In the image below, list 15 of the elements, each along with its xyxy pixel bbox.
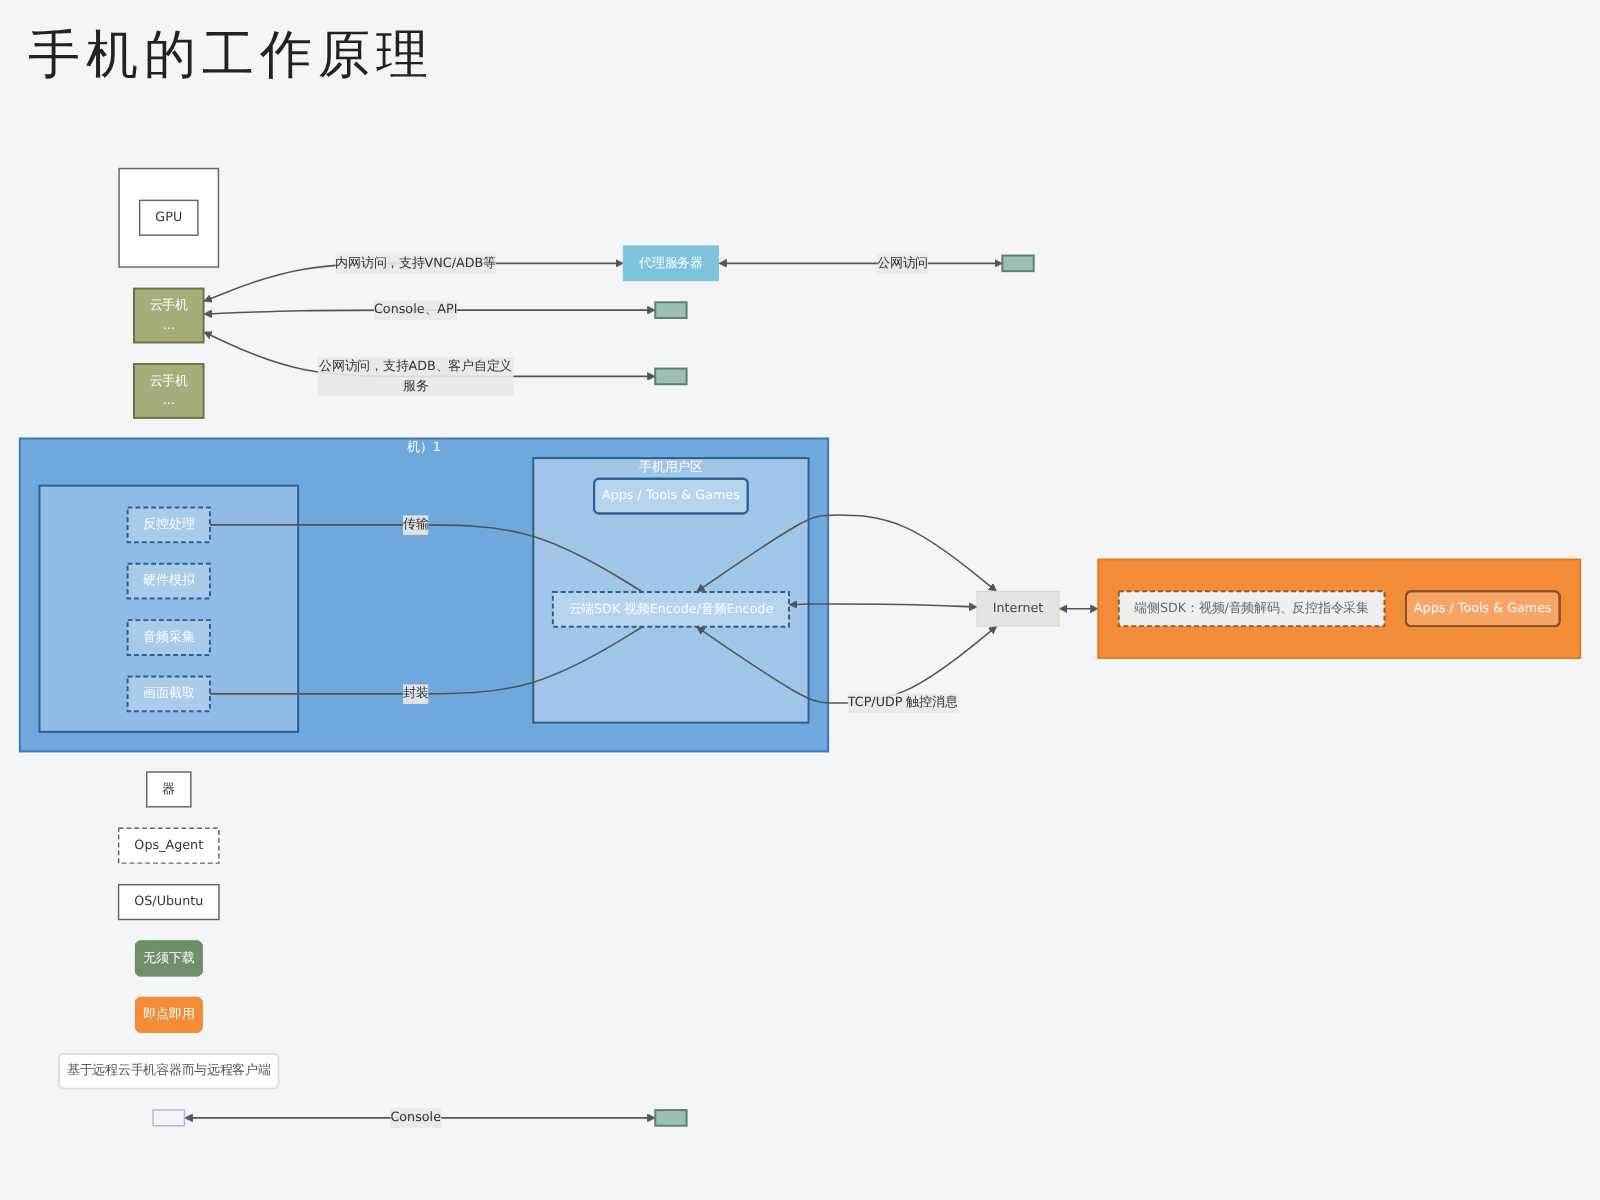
node-box (654, 1109, 688, 1127)
connector (209, 524, 644, 593)
title: 手机的工作原理 (28, 24, 434, 90)
connector (209, 625, 644, 695)
cluster (118, 167, 220, 268)
arrow (184, 1113, 656, 1123)
arrow (788, 600, 978, 612)
cluster (1097, 558, 1582, 659)
node-box (1001, 254, 1035, 273)
arrow (696, 514, 997, 593)
node-box (654, 367, 688, 386)
cluster (38, 484, 300, 733)
arrow (1059, 604, 1099, 614)
node-box (654, 301, 688, 319)
node-box (152, 1109, 186, 1127)
